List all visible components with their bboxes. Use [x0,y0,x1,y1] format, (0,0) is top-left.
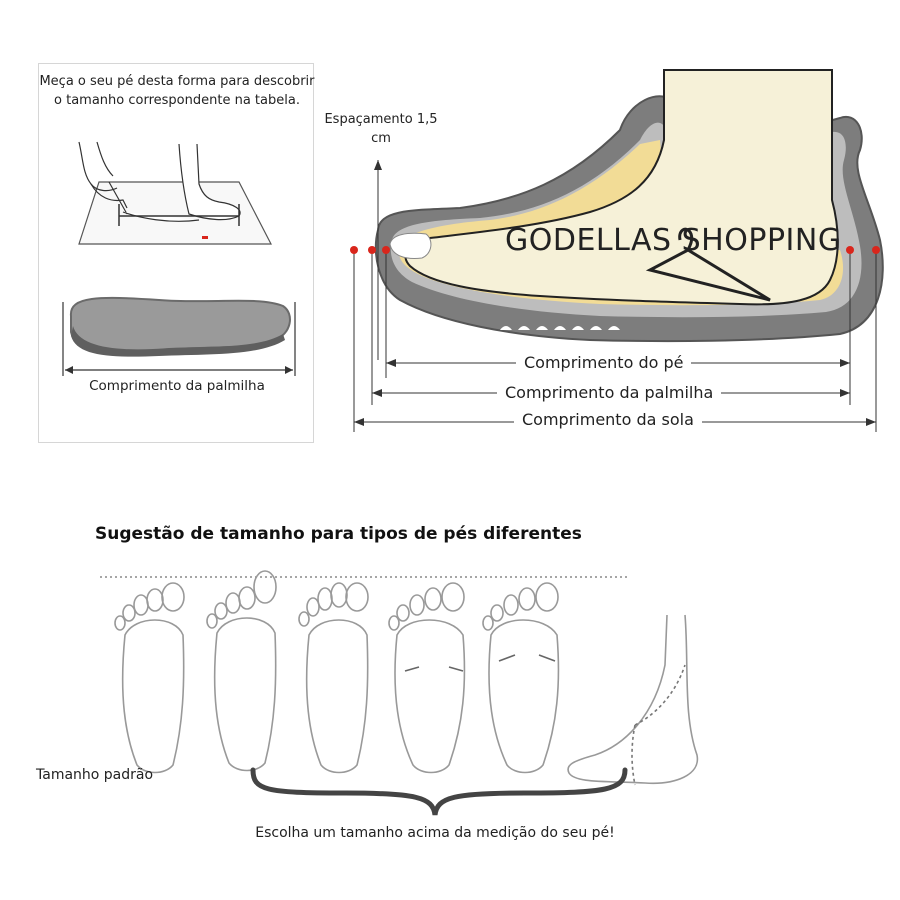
spacing-label: Espaçamento 1,5 cm [324,112,438,146]
shoe-cross-section [350,69,884,432]
marker-dot [350,246,358,254]
foot-shape [404,69,839,306]
grouping-brace [250,767,628,816]
foot-wide-alt [482,582,560,774]
measure-instruction-text: Meça o seu pé desta forma para descobrir… [39,74,315,108]
marker-dot [846,246,854,254]
measure-instructions-panel: Meça o seu pé desta forma para descobrir… [38,63,315,443]
hanger-icon [645,227,771,302]
foot-length-label: Comprimento do pé [516,353,692,372]
measure-illustrations [62,141,296,376]
sole-length-label: Comprimento da sola [514,410,702,429]
foot-standard [114,582,185,774]
hand-sketch [78,141,128,215]
foot-greek [206,570,277,772]
marker-dot [872,246,880,254]
insole-illustration [69,296,291,357]
foot-roman [298,582,369,774]
insole-length-label: Comprimento da palmilha [89,378,265,394]
standard-size-label: Tamanho padrão [36,767,154,783]
paper-sheet [78,181,272,245]
marker-dot [382,246,390,254]
foot-types-illustration [100,570,699,816]
foot-high-instep [567,614,699,786]
foot-types-title: Sugestão de tamanho para tipos de pés di… [95,524,582,544]
brand-logo-text: GODELLAS SHOPPING [505,223,842,258]
marker-dot [368,246,376,254]
size-advice-text: Escolha um tamanho acima da medição do s… [255,825,615,841]
sole-grip [500,326,620,330]
foot-wide [388,582,466,774]
insole-length-diagram-label: Comprimento da palmilha [497,383,722,402]
